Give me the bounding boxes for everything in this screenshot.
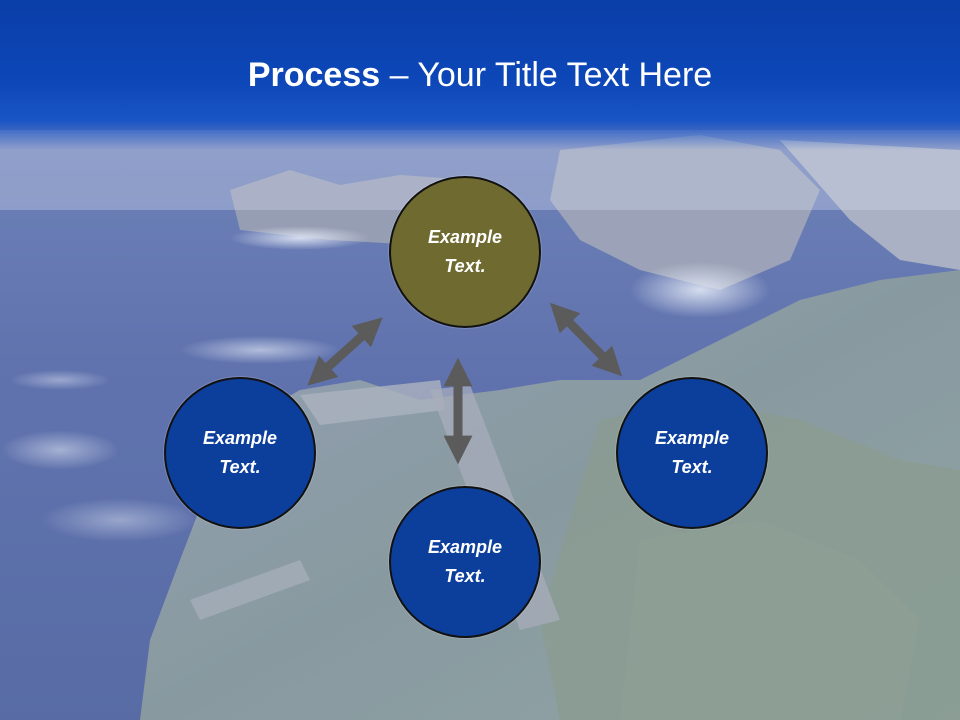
- node-label: Example Text.: [654, 428, 730, 477]
- title-bold: Process: [247, 56, 381, 94]
- node-label: Example Text.: [202, 428, 278, 477]
- process-node-left[interactable]: Example Text.: [164, 377, 316, 529]
- title-rest: – Your Title Text Here: [380, 56, 713, 94]
- slide-title: Process – Your Title Text Here: [0, 52, 960, 98]
- process-node-top[interactable]: Example Text.: [389, 176, 541, 328]
- title-band: [0, 0, 960, 150]
- node-label: Example Text.: [427, 537, 503, 586]
- process-node-right[interactable]: Example Text.: [616, 377, 768, 529]
- process-node-bottom[interactable]: Example Text.: [389, 486, 541, 638]
- node-label: Example Text.: [427, 227, 503, 276]
